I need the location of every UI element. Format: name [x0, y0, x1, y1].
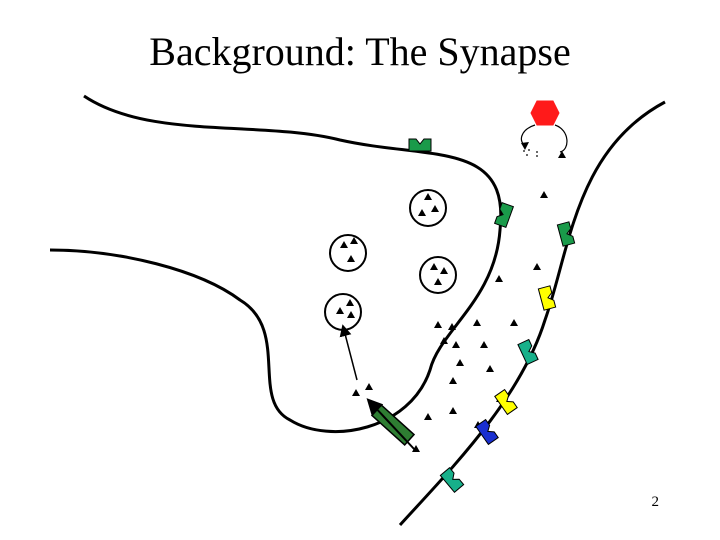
- breakdown-arrowhead: [521, 142, 529, 150]
- receptor-icon: [475, 418, 499, 446]
- receptor-icon: [408, 138, 432, 152]
- receptor-icon: [439, 467, 465, 493]
- receptor-icon: [494, 388, 518, 416]
- vesicle-icon: [329, 234, 367, 272]
- receptor-icon: [517, 338, 539, 366]
- receptor-icon: [556, 221, 576, 247]
- neurotransmitter-fragments-icon: [523, 149, 538, 157]
- vesicle-recycling-arrow: [339, 324, 358, 381]
- neurotransmitter-icon: [352, 151, 566, 480]
- vesicle-icon: [324, 293, 362, 331]
- presynaptic-membrane: [49, 94, 503, 434]
- page-number: 2: [651, 494, 660, 510]
- receptor-icon: [537, 285, 557, 311]
- receptor-icon: [493, 201, 515, 229]
- slide-title: Background: The Synapse: [149, 29, 571, 74]
- vesicle-icon: [409, 189, 447, 227]
- inhibitor-octagon-icon: [530, 100, 560, 126]
- postsynaptic-membrane: [398, 100, 666, 527]
- vesicle-icon: [419, 256, 457, 294]
- reuptake-arrow: [366, 398, 416, 451]
- breakdown-arrow: [520, 124, 568, 153]
